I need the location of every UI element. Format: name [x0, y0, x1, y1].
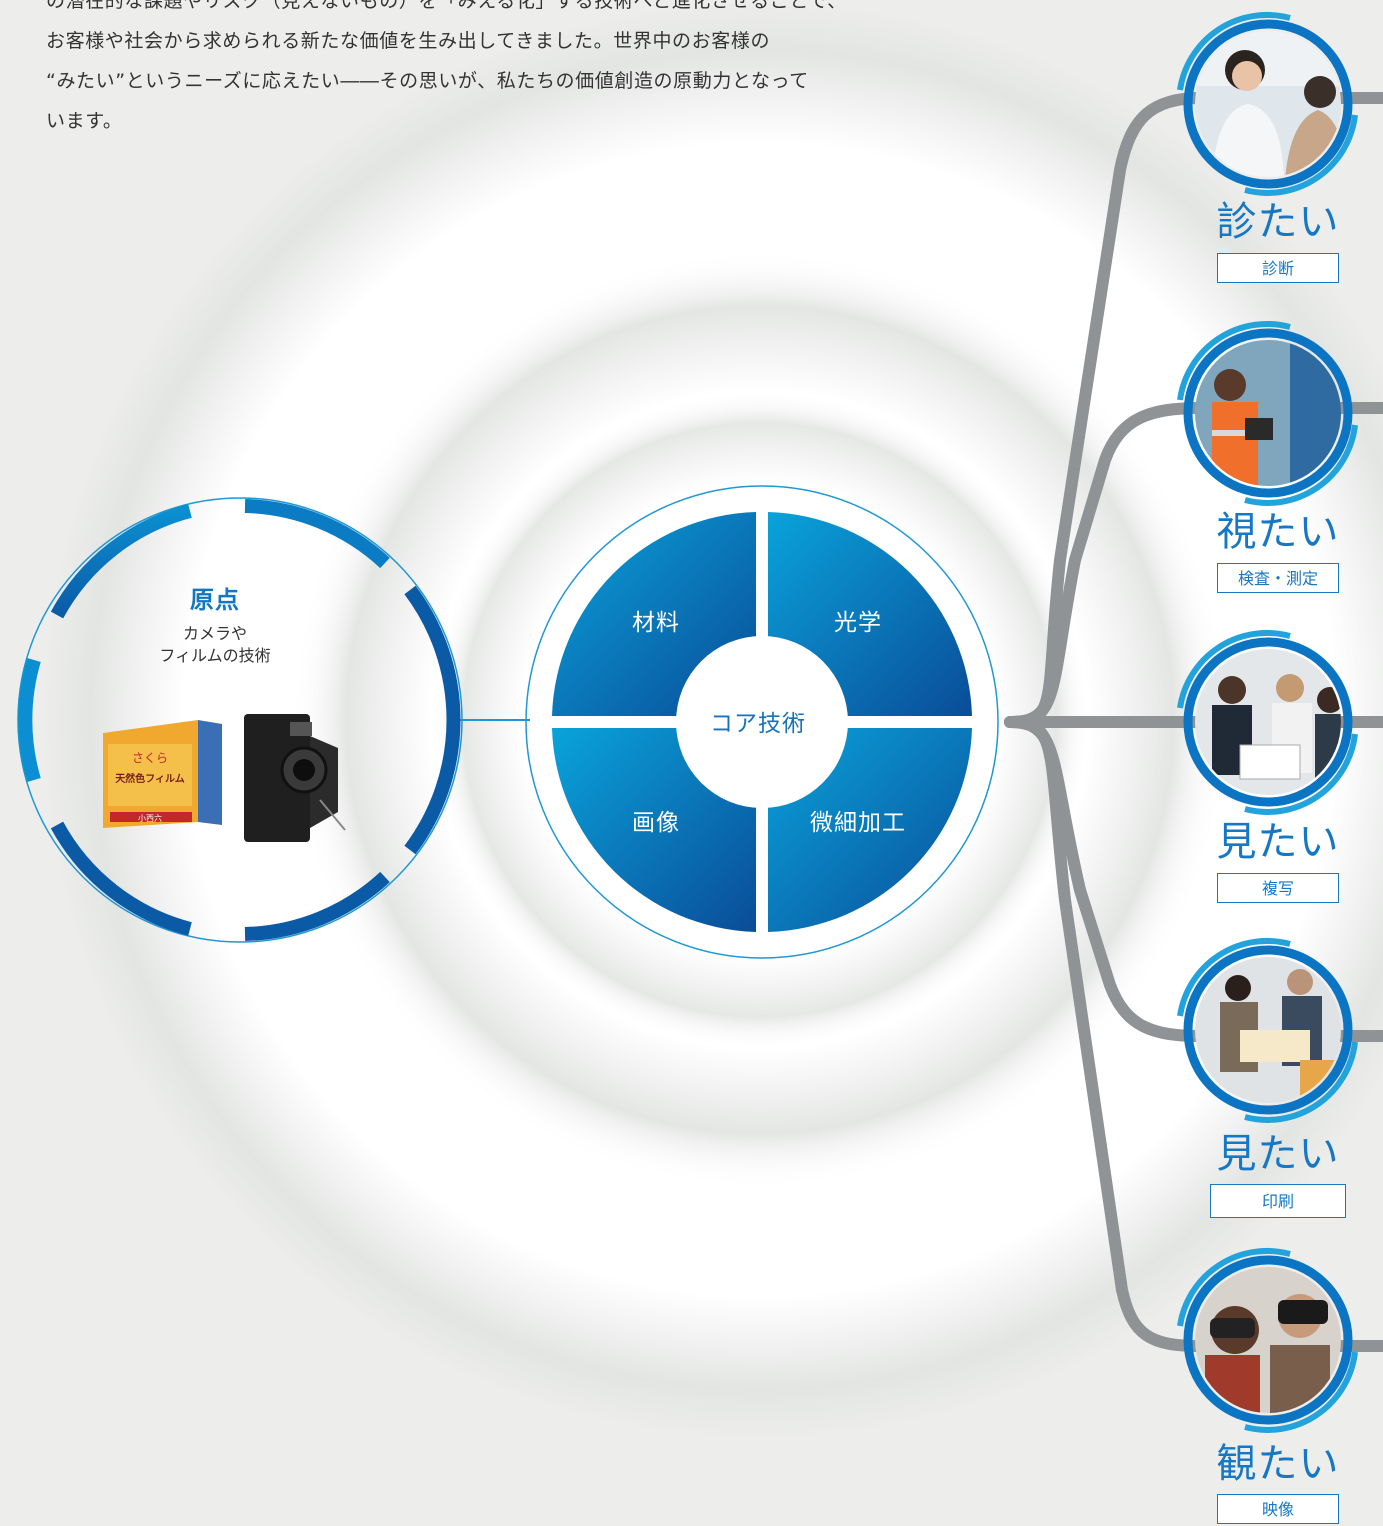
film-box-maker: 小西六 [138, 813, 162, 823]
core-label-imaging: 画像 [632, 810, 680, 836]
vintage-camera-image [244, 714, 346, 842]
intro-line: の潜在的な課題やリスク（見えないもの）を「みえる化」する技術へと進化させることで… [46, 0, 847, 12]
want-title-copying: 見たい [1216, 819, 1340, 865]
want-title-inspection: 視たい [1216, 509, 1340, 555]
film-box-label: 天然色フィルム [115, 772, 185, 785]
photo-circle-diagnosis [1177, 11, 1358, 196]
branch-connectors [1004, 92, 1383, 1352]
origin-subtitle: カメラや フィルムの技術 [40, 623, 390, 667]
intro-line: います。 [46, 110, 123, 132]
photo-circle-inspection [1177, 320, 1358, 506]
want-tag-video: 映像 [1217, 1494, 1339, 1524]
want-title-video: 観たい [1216, 1441, 1340, 1487]
want-tag-copying: 複写 [1217, 873, 1339, 903]
want-tag-diagnosis: 診断 [1217, 253, 1339, 283]
origin-subtitle-line: フィルムの技術 [159, 646, 271, 665]
origin-subtitle-line: カメラや [182, 624, 247, 643]
core-label-nanofabrication: 微細加工 [810, 810, 906, 836]
want-tag-inspection: 検査・測定 [1217, 563, 1339, 593]
core-label-materials: 材料 [632, 610, 680, 636]
intro-line: “みたい”というニーズに応えたい――その思いが、私たちの価値創造の原動力となって [46, 70, 809, 92]
intro-line: お客様や社会から求められる新たな価値を生み出してきました。世界中のお客様の [46, 30, 771, 52]
want-title-diagnosis: 診たい [1216, 199, 1340, 245]
core-technology-circle [525, 485, 999, 959]
core-label-optics: 光学 [834, 610, 882, 636]
intro-paragraph: の潜在的な課題やリスク（見えないもの）を「みえる化」する技術へと進化させることで… [46, 0, 951, 141]
core-center-disc [676, 636, 848, 808]
want-tag-printing: 印刷 [1210, 1184, 1346, 1218]
film-box-brand: さくら [132, 751, 168, 765]
core-center-label: コア技術 [710, 711, 806, 737]
photo-circle-copying [1177, 629, 1358, 815]
film-box-image: さくら 天然色フィルム 小西六 [103, 720, 222, 828]
photo-circle-video [1177, 1247, 1358, 1433]
photo-circle-printing [1177, 937, 1358, 1123]
origin-circle [17, 497, 463, 943]
want-title-printing: 見たい [1216, 1131, 1340, 1177]
origin-title: 原点 [190, 586, 240, 614]
origin-label: 原点 カメラや フィルムの技術 [40, 580, 390, 667]
